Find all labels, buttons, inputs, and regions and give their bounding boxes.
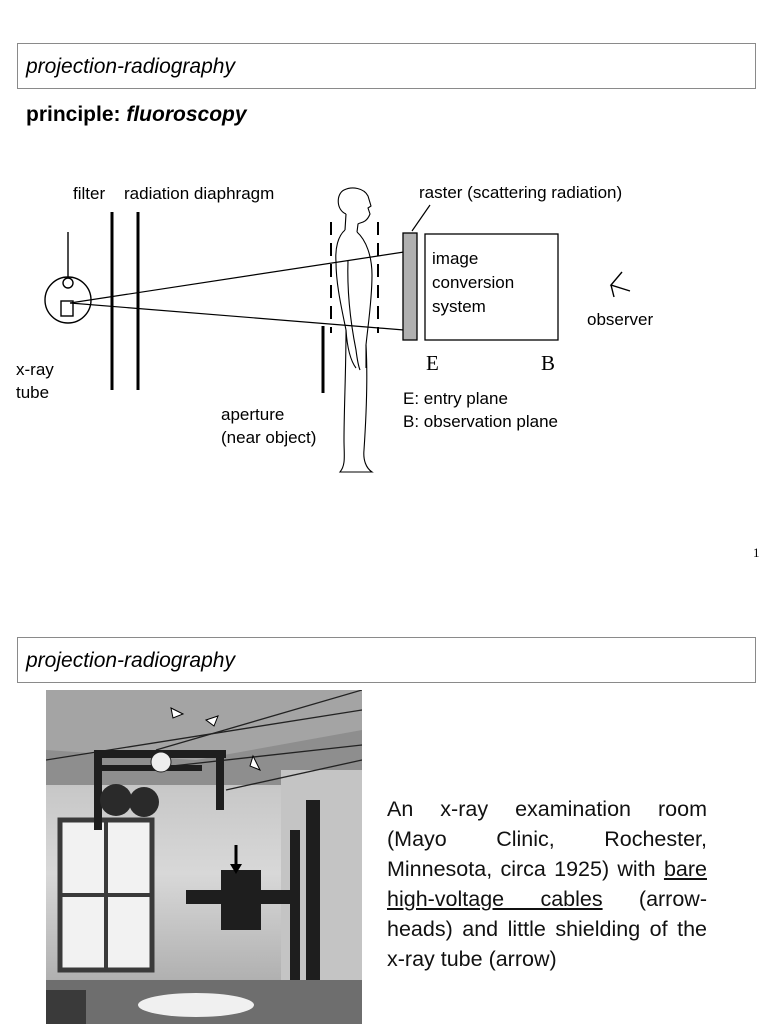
page-number: 1: [753, 545, 760, 560]
xray-tube-icon: [44, 232, 92, 324]
legend-observation-plane: B: observation plane: [403, 412, 558, 431]
label-xray: x-ray: [16, 360, 54, 379]
label-conversion: conversion: [432, 273, 515, 292]
image-conversion-box: [424, 233, 559, 341]
slide2-title: projection-radiography: [17, 637, 756, 683]
label-image: image: [432, 249, 479, 268]
raster-pointer: [411, 204, 431, 232]
human-figure-icon: [335, 187, 374, 473]
label-filter: filter: [73, 184, 106, 203]
caption-text-1: An x-ray examination room (Mayo Clinic, …: [387, 797, 707, 881]
legend-entry-plane: E: entry plane: [403, 389, 508, 408]
xray-room-photo: [46, 690, 362, 1024]
label-system: system: [432, 297, 486, 316]
fluoroscopy-diagram: [44, 187, 631, 473]
label-aperture: aperture: [221, 405, 285, 424]
caption-underlined: bare high-voltage cables: [387, 857, 707, 911]
principle-label: principle:: [26, 103, 121, 126]
slide1-title: projection-radiography: [17, 43, 756, 89]
label-tube: tube: [16, 383, 50, 402]
label-observation-B: B: [541, 351, 556, 375]
caption-text-2: (arrow-heads) and little shielding of th…: [387, 887, 707, 971]
label-entry-E: E: [426, 351, 439, 375]
label-radiation-diaphragm: radiation diaphragm: [124, 184, 275, 203]
beam-lines: [69, 251, 405, 331]
label-near-object: (near object): [221, 428, 317, 447]
photo-caption: An x-ray examination room (Mayo Clinic, …: [387, 794, 707, 974]
xray-room-photo-drawing: [46, 690, 362, 1024]
principle-value: fluoroscopy: [126, 103, 247, 126]
raster-plate: [402, 232, 418, 341]
label-raster: raster (scattering radiation): [419, 183, 623, 202]
principle-heading: principle: fluoroscopy: [26, 103, 247, 127]
eye-icon: [609, 271, 631, 298]
label-observer: observer: [587, 310, 654, 329]
